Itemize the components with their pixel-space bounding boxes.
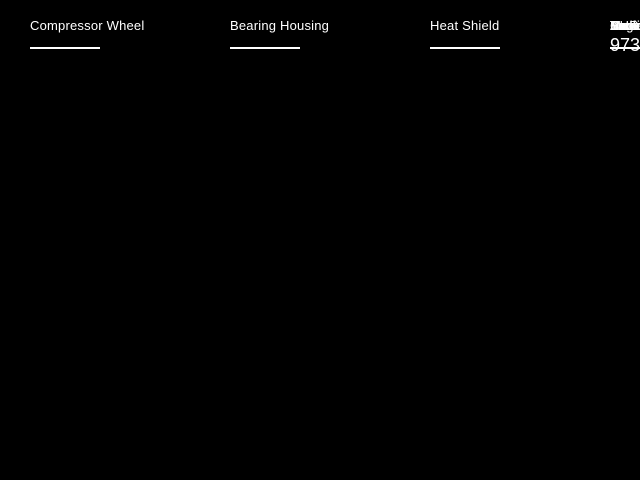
field-bearing-housing: Bearing Housing bbox=[230, 15, 430, 75]
field-label: Turbine Housing bbox=[610, 18, 640, 33]
field-compressor-wheel: Compressor Wheel bbox=[30, 15, 230, 75]
field-label: CHRA No. bbox=[610, 18, 640, 33]
field-heat-shield: Heat Shield bbox=[430, 15, 610, 75]
parts-form-grid: Compressor Wheel Bearing Housing Heat Sh… bbox=[30, 15, 640, 75]
field-underline-input[interactable] bbox=[230, 47, 300, 49]
field-value: 97300562 bbox=[610, 35, 640, 55]
field-label: Bearing Housing bbox=[230, 18, 330, 33]
field-label: Engine No. bbox=[610, 18, 640, 33]
field-label: Heat Shield bbox=[430, 18, 500, 33]
field-underline-input[interactable] bbox=[610, 47, 640, 49]
field-underline-input[interactable] bbox=[430, 47, 500, 49]
field-label: Turbine Wheel bbox=[610, 18, 640, 33]
field-label: Actuator bbox=[610, 18, 640, 33]
field-label: Model bbox=[610, 18, 640, 33]
field-underline-input[interactable] bbox=[30, 47, 100, 49]
field-label: Compressor Wheel bbox=[30, 18, 145, 33]
field-label: Back Plate bbox=[610, 18, 640, 33]
field-label: Manufacturer bbox=[610, 18, 640, 33]
field-label: Noozles bbox=[610, 18, 640, 33]
